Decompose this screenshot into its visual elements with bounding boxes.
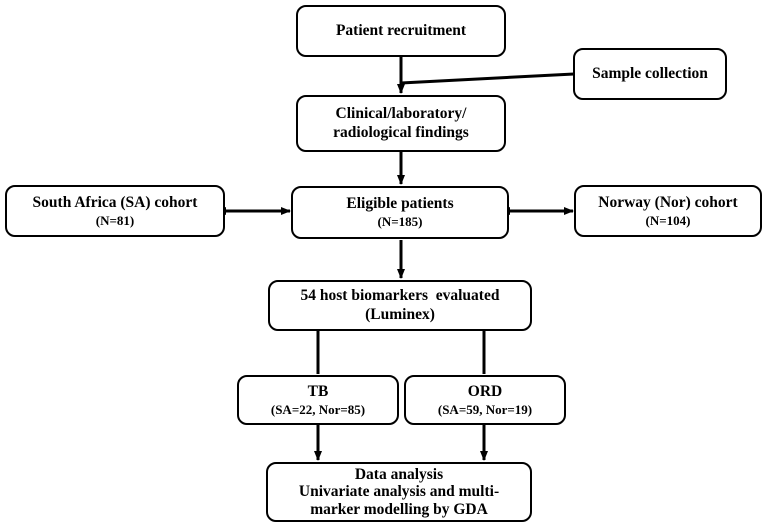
clinical-findings-line-1: Clinical/laboratory/ <box>335 104 467 122</box>
sample-collection-label: Sample collection <box>592 64 708 82</box>
tb-group-count: (SA=22, Nor=85) <box>270 401 366 417</box>
sample-collection-box: Sample collection <box>573 48 727 100</box>
south-africa-cohort-title: South Africa (SA) cohort <box>32 193 198 211</box>
ord-group-box: ORD (SA=59, Nor=19) <box>404 375 566 425</box>
norway-cohort-box: Norway (Nor) cohort (N=104) <box>574 185 762 237</box>
south-africa-cohort-count: (N=81) <box>95 212 135 228</box>
ord-group-title: ORD <box>467 382 503 400</box>
clinical-findings-line-2: radiological findings <box>333 123 469 141</box>
eligible-patients-box: Eligible patients (N=185) <box>291 186 509 239</box>
data-analysis-box: Data analysis Univariate analysis and mu… <box>266 462 532 522</box>
tb-group-box: TB (SA=22, Nor=85) <box>237 375 399 425</box>
host-biomarkers-box: 54 host biomarkers evaluated (Luminex) <box>268 280 532 331</box>
clinical-findings-box: Clinical/laboratory/ radiological findin… <box>296 95 506 152</box>
tb-group-title: TB <box>307 382 329 400</box>
host-biomarkers-line-2: (Luminex) <box>365 305 435 323</box>
eligible-patients-title: Eligible patients <box>346 195 454 213</box>
data-analysis-line-3: marker modelling by GDA <box>310 500 488 518</box>
data-analysis-line-2: Univariate analysis and multi- <box>298 483 500 501</box>
south-africa-cohort-box: South Africa (SA) cohort (N=81) <box>5 185 225 237</box>
data-analysis-line-1: Data analysis <box>354 465 444 483</box>
norway-cohort-count: (N=104) <box>645 212 691 228</box>
patient-recruitment-label: Patient recruitment <box>335 21 467 39</box>
patient-recruitment-box: Patient recruitment <box>296 5 506 57</box>
connector-sample-collection <box>400 72 575 85</box>
eligible-patients-count: (N=185) <box>377 214 423 230</box>
host-biomarkers-line-1: 54 host biomarkers evaluated <box>300 286 500 304</box>
norway-cohort-title: Norway (Nor) cohort <box>598 193 738 211</box>
ord-group-count: (SA=59, Nor=19) <box>437 401 533 417</box>
